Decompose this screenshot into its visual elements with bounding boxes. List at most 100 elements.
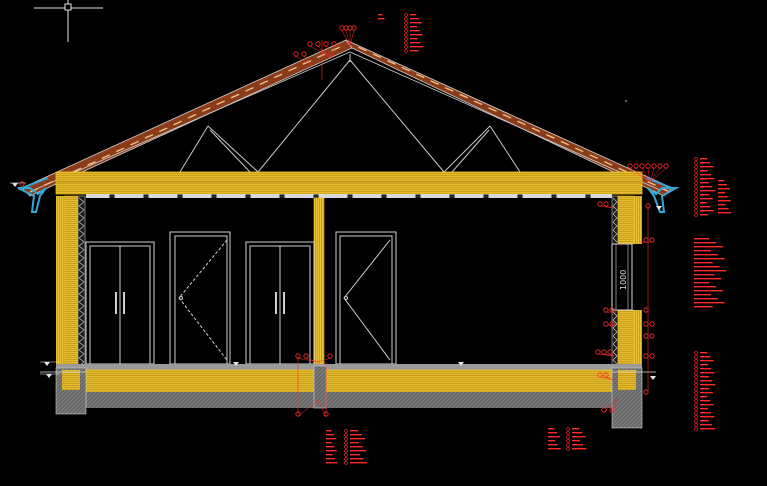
note-line — [548, 440, 555, 442]
roof-tile — [144, 134, 154, 139]
leader-line — [305, 357, 319, 363]
note-line — [410, 42, 421, 44]
center-partition — [313, 197, 325, 369]
roof-tile — [358, 46, 367, 52]
note-bubble — [694, 177, 698, 181]
note-line — [326, 462, 338, 464]
annotation-notes — [326, 13, 732, 465]
roof-tile — [259, 80, 269, 86]
level-markers — [10, 182, 662, 380]
roof-tile — [216, 100, 226, 106]
leader-bubble-icon — [301, 51, 307, 57]
note-bubble — [694, 367, 698, 371]
roof-tile — [459, 93, 468, 99]
note-line — [718, 188, 730, 190]
double-door-left[interactable] — [85, 241, 155, 365]
note-line — [700, 416, 715, 418]
note-line — [694, 294, 711, 296]
leader-line — [603, 353, 615, 357]
single-door-right[interactable] — [335, 231, 397, 365]
leader-line — [297, 399, 319, 417]
note-line — [694, 246, 723, 248]
leader-bubble-icon — [303, 353, 309, 359]
leader-line — [635, 168, 651, 183]
roof-tile — [302, 60, 312, 65]
note-bubble — [694, 181, 698, 185]
note-bubble — [344, 449, 348, 453]
note-line — [410, 22, 422, 24]
note-line — [326, 438, 337, 440]
note-line — [700, 424, 712, 426]
left-wall — [56, 195, 86, 369]
note-bubble — [694, 419, 698, 423]
joist-mark — [381, 194, 387, 199]
note-line — [350, 442, 359, 444]
single-door-left[interactable] — [169, 231, 231, 365]
leader-line — [647, 168, 651, 183]
leader-line — [629, 167, 651, 183]
leader-bubble-icon — [293, 51, 299, 57]
leader-line — [341, 30, 351, 47]
leader-line — [605, 205, 615, 209]
note-line — [350, 438, 366, 440]
note-line — [718, 212, 732, 214]
joist-mark — [347, 194, 353, 199]
joist-mark — [483, 194, 489, 199]
note-bubble — [694, 407, 698, 411]
roof-tile — [101, 154, 111, 160]
double-door-center[interactable] — [245, 241, 315, 365]
right-wall — [611, 195, 642, 369]
roof-tile — [401, 66, 411, 72]
note-bubble — [694, 423, 698, 427]
leader-bubble-icon — [603, 201, 609, 207]
note-bubble — [344, 433, 348, 437]
leader-bubble-icon — [323, 41, 329, 47]
note-line — [700, 198, 713, 200]
note-line — [700, 178, 715, 180]
note-line — [326, 434, 334, 436]
note-line — [694, 290, 723, 292]
roof-tile — [589, 154, 599, 160]
roof-tile — [574, 147, 584, 153]
leader-line — [611, 397, 619, 413]
note-bubble — [404, 21, 408, 25]
note-line — [326, 446, 335, 448]
note-line — [572, 448, 587, 450]
note-line — [410, 38, 418, 40]
note-line — [718, 196, 728, 198]
note-line — [700, 408, 708, 410]
joist-mark — [449, 194, 455, 199]
note-bubble — [566, 447, 570, 451]
joist-mark — [211, 194, 217, 199]
note-line — [700, 380, 712, 382]
note-line — [700, 376, 709, 378]
note-bubble — [344, 429, 348, 433]
note-line — [694, 262, 713, 264]
note-line — [350, 446, 363, 448]
window[interactable]: 1000 — [611, 243, 633, 311]
note-line — [326, 454, 333, 456]
leader-bubble-icon — [601, 407, 607, 413]
note-line — [350, 454, 360, 456]
joist-mark — [585, 194, 591, 199]
note-line — [700, 372, 715, 374]
note-line — [572, 436, 586, 438]
note-bubble — [694, 375, 698, 379]
note-bubble — [344, 457, 348, 461]
roof-tile — [387, 60, 396, 65]
leader-line — [325, 46, 333, 59]
roof-tile — [316, 53, 326, 59]
leader-line — [599, 376, 615, 381]
note-bubble — [566, 439, 570, 443]
roof-tile — [488, 107, 497, 112]
leader-line — [303, 56, 313, 67]
ceiling-insulation — [55, 171, 643, 195]
leader-line — [297, 357, 319, 363]
note-bubble — [566, 427, 570, 431]
note-line — [378, 18, 385, 20]
note-bubble — [694, 371, 698, 375]
note-bubble — [694, 355, 698, 359]
note-line — [694, 258, 725, 260]
roof-tile — [72, 167, 82, 173]
